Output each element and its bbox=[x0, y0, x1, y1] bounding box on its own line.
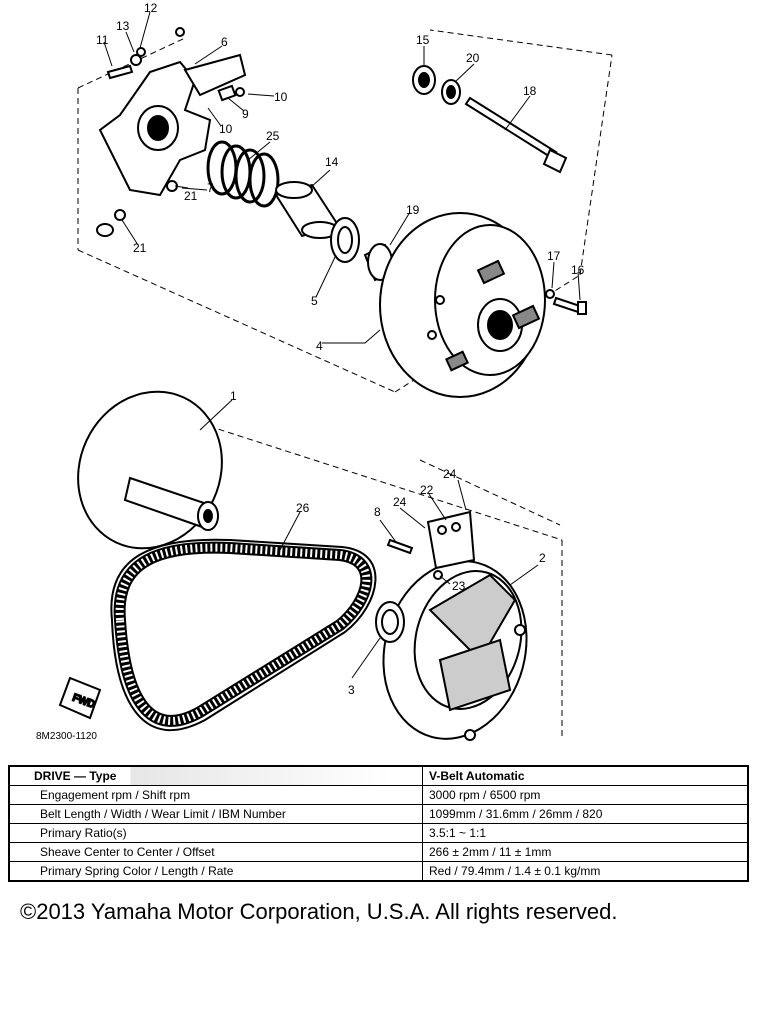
leader-lines bbox=[103, 11, 581, 679]
table-row: Engagement rpm / Shift rpm 3000 rpm / 65… bbox=[8, 785, 749, 805]
table-row: Sheave Center to Center / Offset 266 ± 2… bbox=[8, 842, 749, 862]
spec-value: 266 ± 2mm / 11 ± 1mm bbox=[422, 842, 749, 862]
callout-5: 5 bbox=[311, 294, 318, 308]
bolt bbox=[545, 289, 587, 315]
callout-10a: 10 bbox=[274, 90, 288, 104]
callout-24a: 24 bbox=[393, 495, 407, 509]
spec-value: Red / 79.4mm / 1.4 ± 0.1 kg/mm bbox=[422, 861, 749, 882]
fixed-sheave bbox=[77, 390, 223, 550]
spec-value: 1099mm / 31.6mm / 26mm / 820 bbox=[422, 804, 749, 824]
sheave-housing bbox=[382, 560, 528, 741]
washer bbox=[412, 65, 461, 105]
callout-7: 7 bbox=[207, 181, 214, 195]
callout-19: 19 bbox=[406, 203, 420, 217]
callout-21a: 21 bbox=[184, 189, 198, 203]
table-row: DRIVE — Type V-Belt Automatic bbox=[8, 765, 749, 786]
spec-label: Engagement rpm / Shift rpm bbox=[8, 785, 423, 805]
spec-label: Sheave Center to Center / Offset bbox=[8, 842, 423, 862]
callout-11: 11 bbox=[96, 33, 109, 47]
callout-25: 25 bbox=[266, 129, 280, 143]
specification-table: DRIVE — Type V-Belt Automatic Engagement… bbox=[8, 765, 749, 882]
spec-value: 3.5:1 ~ 1:1 bbox=[422, 823, 749, 843]
spec-value: V-Belt Automatic bbox=[422, 765, 749, 786]
callout-3: 3 bbox=[348, 683, 355, 697]
sleeve bbox=[274, 181, 340, 239]
spec-label: DRIVE — Type bbox=[8, 765, 423, 786]
spec-label: Primary Spring Color / Length / Rate bbox=[8, 861, 423, 882]
callout-23: 23 bbox=[452, 579, 466, 593]
spring bbox=[206, 140, 280, 208]
callout-10b: 10 bbox=[219, 122, 233, 136]
callout-18: 18 bbox=[523, 84, 537, 98]
callout-15: 15 bbox=[416, 33, 430, 47]
fwd-arrow-icon: FWD bbox=[58, 676, 102, 720]
v-belt bbox=[110, 538, 377, 732]
fastener bbox=[96, 27, 245, 237]
callout-16: 16 bbox=[571, 263, 585, 277]
callout-26: 26 bbox=[296, 501, 310, 515]
movable-sheave bbox=[379, 212, 546, 398]
exploded-parts-diagram: FWD 1 2 3 4 5 6 7 bbox=[36, 1, 613, 742]
callout-13: 13 bbox=[116, 19, 130, 33]
seal-ring bbox=[375, 601, 405, 643]
table-row: Primary Spring Color / Length / Rate Red… bbox=[8, 861, 749, 882]
group-boundary-upper bbox=[77, 29, 613, 393]
spider-assembly bbox=[98, 53, 247, 197]
callout-2: 2 bbox=[539, 551, 546, 565]
callout-24b: 24 bbox=[443, 467, 457, 481]
table-row: Primary Ratio(s) 3.5:1 ~ 1:1 bbox=[8, 823, 749, 843]
figure-id: 8M2300-1120 bbox=[36, 731, 97, 742]
bushing bbox=[330, 217, 360, 263]
callout-8: 8 bbox=[374, 505, 381, 519]
callout-4: 4 bbox=[316, 339, 323, 353]
table-row: Belt Length / Width / Wear Limit / IBM N… bbox=[8, 804, 749, 824]
callout-17: 17 bbox=[547, 249, 561, 263]
spec-label: Primary Ratio(s) bbox=[8, 823, 423, 843]
callout-12: 12 bbox=[144, 1, 158, 15]
callout-6: 6 bbox=[221, 35, 228, 49]
bracket bbox=[386, 510, 476, 580]
callout-20: 20 bbox=[466, 51, 480, 65]
callout-numbers: 1 2 3 4 5 6 7 8 9 10 10 11 12 13 14 15 1… bbox=[96, 1, 585, 697]
callout-9: 9 bbox=[242, 107, 249, 121]
group-boundary-lower bbox=[189, 419, 563, 740]
spec-label: Belt Length / Width / Wear Limit / IBM N… bbox=[8, 804, 423, 824]
callout-21b: 21 bbox=[133, 241, 147, 255]
long-bolt bbox=[464, 96, 568, 174]
copyright-notice: ©2013 Yamaha Motor Corporation, U.S.A. A… bbox=[20, 899, 618, 924]
callout-14: 14 bbox=[325, 155, 339, 169]
spec-value: 3000 rpm / 6500 rpm bbox=[422, 785, 749, 805]
callout-22: 22 bbox=[420, 483, 434, 497]
callout-1: 1 bbox=[230, 389, 237, 403]
